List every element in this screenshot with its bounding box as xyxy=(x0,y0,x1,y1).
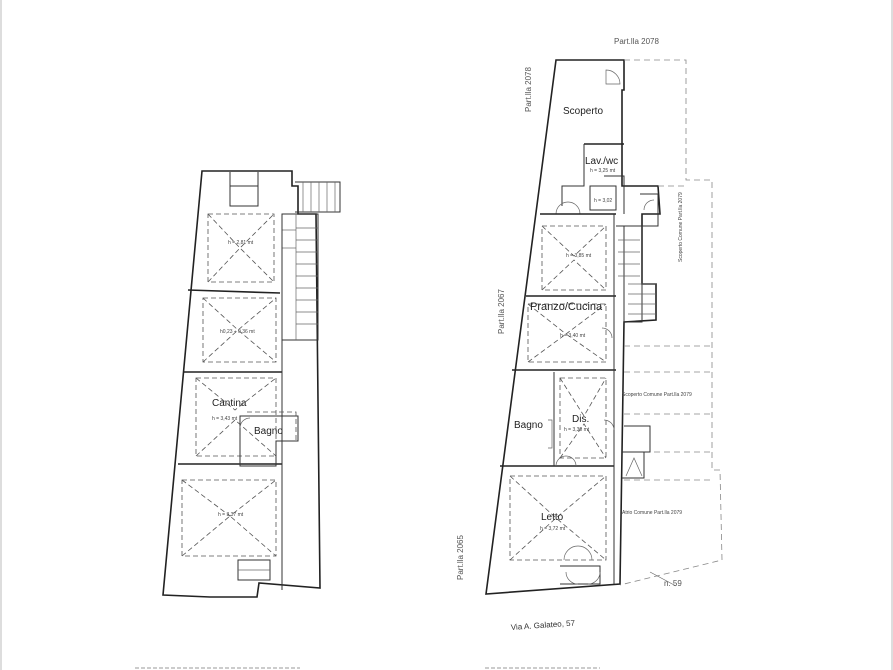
left-floor-plan xyxy=(162,170,341,598)
cantina-height: h = 3,43 mt xyxy=(212,416,238,422)
neighbour-right-mid: Scoperto Comune Part.lla 2079 xyxy=(622,392,692,398)
neighbour-left-mid: Part.lla 2067 xyxy=(497,289,506,334)
left-room4-height: h = 3,37 mt xyxy=(218,512,244,518)
pranzo-cucina-height: h = 3,40 mt xyxy=(560,333,586,339)
letto-height: h = 3,72 mt xyxy=(540,526,566,532)
neighbour-left-top: Part.lla 2078 xyxy=(524,67,533,112)
neighbour-left-bottom: Part.lla 2065 xyxy=(456,535,465,580)
neighbour-right-vertical: Scoperto Comune Part.lla 2079 xyxy=(678,192,684,262)
dis-label: Dis. xyxy=(572,414,589,425)
right-bagno-label: Bagno xyxy=(514,420,543,431)
left-room1-height: h = 2,81 mt xyxy=(228,240,254,246)
lav-wc-height: h = 3,25 mt xyxy=(590,168,616,174)
neighbour-top: Part.lla 2078 xyxy=(614,37,659,46)
letto-label: Letto xyxy=(541,512,564,523)
right-floor-plan xyxy=(485,59,723,595)
neighbour-right-low: Atrio Comune Part.lla 2079 xyxy=(622,510,682,516)
small-room-height: h = 3,02 xyxy=(594,198,612,204)
pranzo-cucina-label: Pranzo/Cucina xyxy=(530,301,603,313)
dis-height: h = 3,30 mt xyxy=(564,427,590,433)
room-top-height: h = 3,85 mt xyxy=(566,253,592,259)
lav-wc-label: Lav./wc xyxy=(585,156,618,167)
street-number: n. 59 xyxy=(664,579,682,588)
scoperto-label: Scoperto xyxy=(563,106,603,117)
left-room2-height: h0,23 ÷ 0,36 mt xyxy=(220,329,255,335)
left-bagno-label: Bagno xyxy=(254,426,283,437)
street-address: Via A. Galateo, 57 xyxy=(511,618,576,632)
cantina-label: Cantina xyxy=(212,398,247,409)
